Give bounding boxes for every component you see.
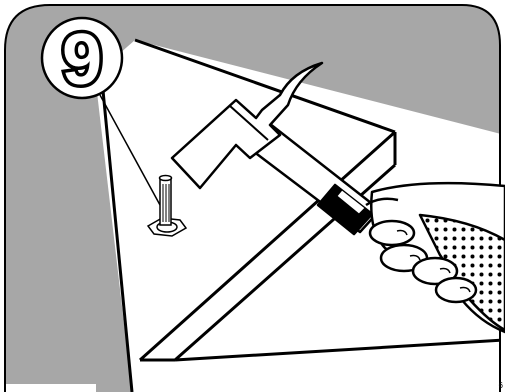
frame-bottom-left (0, 384, 96, 392)
step-number: 9 (62, 20, 102, 100)
page-number: 6 (499, 381, 503, 390)
step-badge: 9 (42, 18, 122, 100)
frame-bottom-right (212, 384, 505, 392)
